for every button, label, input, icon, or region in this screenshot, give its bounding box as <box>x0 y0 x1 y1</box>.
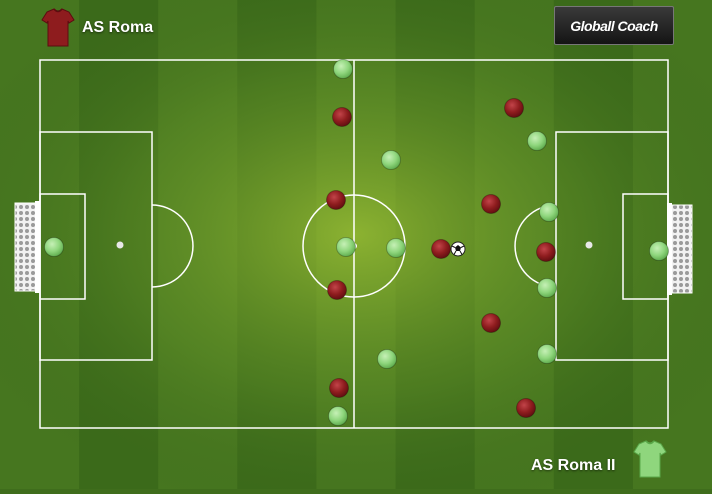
red-shirt-icon <box>41 8 75 47</box>
away-player-marker[interactable] <box>377 349 397 369</box>
home-player-marker[interactable] <box>516 398 536 418</box>
home-player-marker[interactable] <box>327 280 347 300</box>
away-player-marker[interactable] <box>537 278 557 298</box>
home-player-marker[interactable] <box>481 194 501 214</box>
right-penalty-spot <box>585 241 593 249</box>
away-player-marker[interactable] <box>527 131 547 151</box>
home-player-marker[interactable] <box>431 239 451 259</box>
away-player-marker[interactable] <box>333 59 353 79</box>
right-goal <box>667 203 693 295</box>
green-shirt-icon <box>633 440 667 478</box>
soccer-ball-icon[interactable] <box>450 241 466 257</box>
away-player-marker[interactable] <box>44 237 64 257</box>
home-player-marker[interactable] <box>481 313 501 333</box>
away-player-marker[interactable] <box>381 150 401 170</box>
away-player-marker[interactable] <box>328 406 348 426</box>
left-goal <box>14 201 40 293</box>
home-player-marker[interactable] <box>332 107 352 127</box>
away-player-marker[interactable] <box>386 238 406 258</box>
away-team-name: AS Roma II <box>531 457 616 474</box>
globall-coach-logo: Globall Coach <box>554 6 674 45</box>
away-player-marker[interactable] <box>537 344 557 364</box>
players-layer <box>44 59 669 426</box>
away-player-marker[interactable] <box>649 241 669 261</box>
home-player-marker[interactable] <box>326 190 346 210</box>
home-player-marker[interactable] <box>536 242 556 262</box>
away-player-marker[interactable] <box>539 202 559 222</box>
left-penalty-spot <box>116 241 124 249</box>
right-penalty-arc <box>514 204 557 288</box>
home-player-marker[interactable] <box>329 378 349 398</box>
home-team-name: AS Roma <box>82 19 154 36</box>
home-player-marker[interactable] <box>504 98 524 118</box>
away-player-marker[interactable] <box>336 237 356 257</box>
left-penalty-arc <box>151 204 194 288</box>
